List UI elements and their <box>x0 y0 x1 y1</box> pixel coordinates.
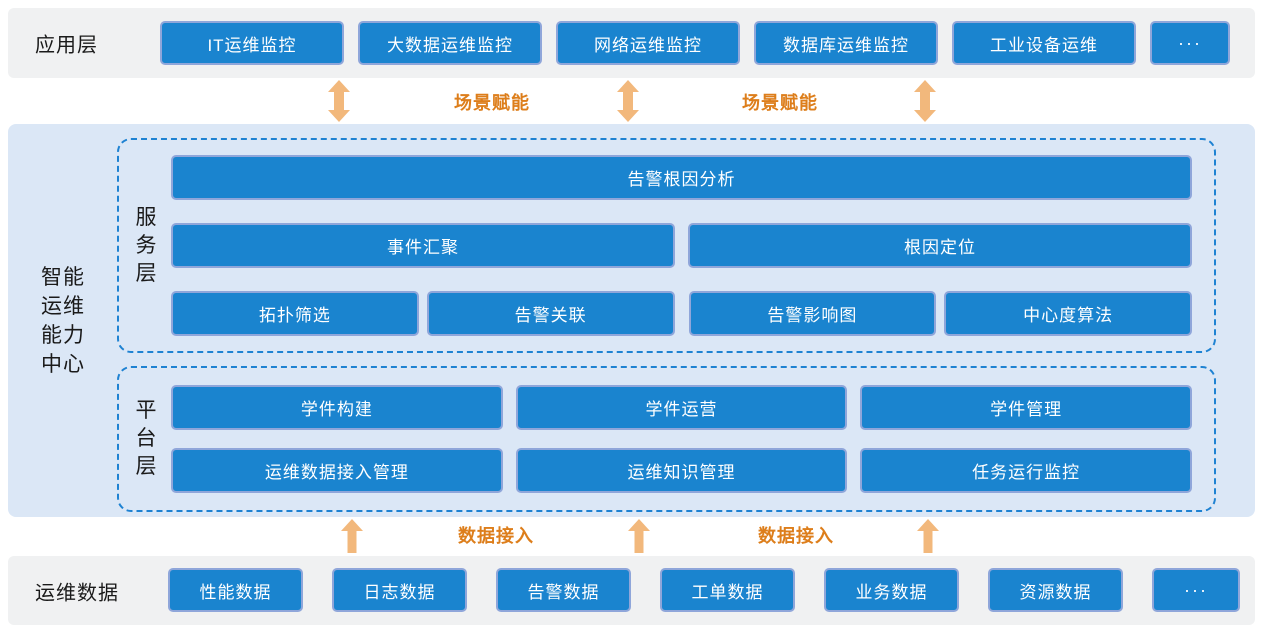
platform-box-task-monitoring: 任务运行监控 <box>860 448 1193 493</box>
service-box-alarm-correlation: 告警关联 <box>426 291 675 336</box>
up-arrow-icon <box>341 519 363 553</box>
service-row-1: 告警根因分析 <box>171 155 1192 200</box>
app-box-more: ··· <box>1150 21 1230 65</box>
service-layer-label: 服 务 层 <box>133 140 159 351</box>
aiops-center-label-line: 能力 <box>41 323 85 347</box>
platform-layer-label-char: 台 <box>135 427 157 450</box>
updown-arrow-icon <box>914 80 936 122</box>
data-ingest-label: 数据接入 <box>758 526 834 546</box>
service-box-root-cause-location: 根因定位 <box>688 223 1192 268</box>
service-box-topology-filter: 拓扑筛选 <box>171 291 419 336</box>
data-layer-band: 运维数据 性能数据 日志数据 告警数据 工单数据 业务数据 资源数据 ··· <box>8 556 1255 625</box>
service-layer-label-char: 层 <box>135 261 157 285</box>
app-box-network-monitoring: 网络运维监控 <box>556 21 740 65</box>
platform-box-learnware-operation: 学件运营 <box>515 385 848 430</box>
data-box-log: 日志数据 <box>332 568 467 612</box>
platform-row-2: 运维数据接入管理 运维知识管理 任务运行监控 <box>171 448 1193 493</box>
scene-enable-zone: 场景赋能 场景赋能 <box>0 78 1263 124</box>
platform-box-ops-knowledge: 运维知识管理 <box>515 448 848 493</box>
data-ingest-zone: 数据接入 数据接入 <box>0 517 1263 556</box>
app-box-bigdata-monitoring: 大数据运维监控 <box>358 21 542 65</box>
application-boxes: IT运维监控 大数据运维监控 网络运维监控 数据库运维监控 工业设备运维 ··· <box>160 21 1230 65</box>
app-box-database-monitoring: 数据库运维监控 <box>754 21 938 65</box>
platform-row-1: 学件构建 学件运营 学件管理 <box>171 385 1193 430</box>
scene-enable-label: 场景赋能 <box>454 93 530 113</box>
service-row-2: 事件汇聚 根因定位 <box>171 223 1192 268</box>
service-layer-rows: 告警根因分析 事件汇聚 根因定位 拓扑筛选 告警关联 告警影响图 中心度算法 <box>171 140 1192 351</box>
app-box-industrial-ops: 工业设备运维 <box>952 21 1136 65</box>
data-box-resource: 资源数据 <box>988 568 1123 612</box>
platform-box-learnware-build: 学件构建 <box>171 385 503 430</box>
app-box-it-monitoring: IT运维监控 <box>160 21 344 65</box>
service-layer-label-char: 服 <box>135 205 157 229</box>
data-box-ticket: 工单数据 <box>660 568 795 612</box>
aiops-center-label: 智能 运维 能力 中心 <box>41 263 85 379</box>
up-arrow-icon <box>917 519 939 553</box>
updown-arrow-icon <box>328 80 350 122</box>
platform-layer-rows: 学件构建 学件运营 学件管理 运维数据接入管理 运维知识管理 任务运行监控 <box>171 368 1193 510</box>
data-box-performance: 性能数据 <box>168 568 303 612</box>
platform-layer-label-char: 层 <box>135 455 157 478</box>
platform-layer-label-char: 平 <box>135 399 157 422</box>
updown-arrow-icon <box>617 80 639 122</box>
scene-enable-label: 场景赋能 <box>742 93 818 113</box>
service-box-event-aggregation: 事件汇聚 <box>171 223 675 268</box>
aiops-center-band: 智能 运维 能力 中心 服 务 层 告警根因分析 事件汇聚 根因定位 拓 <box>8 124 1255 517</box>
up-arrow-icon <box>628 519 650 553</box>
service-box-root-cause-analysis: 告警根因分析 <box>171 155 1192 200</box>
platform-layer-label: 平 台 层 <box>133 368 159 510</box>
service-box-alarm-impact-graph: 告警影响图 <box>688 291 937 336</box>
aiops-center-label-line: 中心 <box>41 352 85 376</box>
platform-box-learnware-management: 学件管理 <box>860 385 1193 430</box>
service-row-3: 拓扑筛选 告警关联 告警影响图 中心度算法 <box>171 291 1192 336</box>
data-ingest-label: 数据接入 <box>458 526 534 546</box>
aiops-center-label-line: 运维 <box>41 294 85 318</box>
data-box-more: ··· <box>1152 568 1240 612</box>
platform-layer-group: 平 台 层 学件构建 学件运营 学件管理 运维数据接入管理 运维知识管理 任务运… <box>117 366 1216 512</box>
platform-box-ops-data-access: 运维数据接入管理 <box>171 448 503 493</box>
data-boxes: 性能数据 日志数据 告警数据 工单数据 业务数据 资源数据 ··· <box>168 568 1240 612</box>
data-box-business: 业务数据 <box>824 568 959 612</box>
service-layer-label-char: 务 <box>135 233 157 257</box>
data-box-alarm: 告警数据 <box>496 568 631 612</box>
data-layer-label: 运维数据 <box>35 582 119 604</box>
aiops-center-label-line: 智能 <box>41 265 85 289</box>
application-layer-label: 应用层 <box>35 34 98 57</box>
service-layer-group: 服 务 层 告警根因分析 事件汇聚 根因定位 拓扑筛选 告警关联 告警影响图 中… <box>117 138 1216 353</box>
application-layer-band: 应用层 IT运维监控 大数据运维监控 网络运维监控 数据库运维监控 工业设备运维… <box>8 8 1255 78</box>
service-box-centrality-algorithm: 中心度算法 <box>944 291 1192 336</box>
